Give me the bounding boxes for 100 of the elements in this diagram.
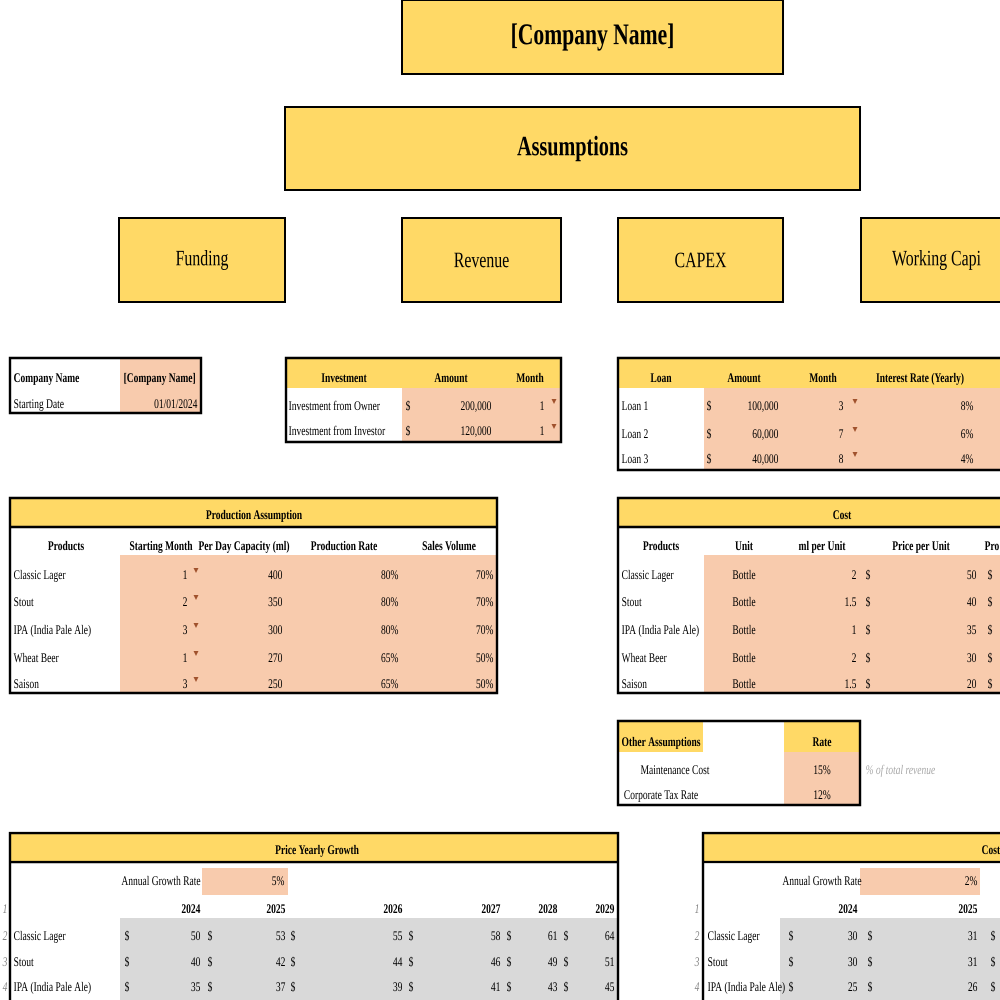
table-cell: 30 <box>848 957 858 966</box>
table-cell: 60,000 <box>752 429 778 440</box>
table-cell: $ <box>789 930 794 942</box>
table-cell: Bottle <box>732 652 756 662</box>
table-cell: $ <box>988 569 992 580</box>
table-cell: 70% <box>476 570 494 580</box>
column-header: Price per Unit <box>892 540 950 553</box>
table-cell: 44 <box>393 957 402 966</box>
table-cell: 50% <box>476 653 494 662</box>
table-cell: 80% <box>381 570 398 580</box>
row-label: Wheat Beer <box>14 652 59 662</box>
row-number: 3 <box>2 957 8 966</box>
table-cell: Bottle <box>732 596 756 606</box>
table-cell: 35 <box>967 625 976 634</box>
table-cell: $ <box>988 624 992 635</box>
table-cell: $ <box>868 956 872 968</box>
table-cell: $ <box>564 981 568 992</box>
row-label: IPA (India Pale Ale) <box>14 624 91 637</box>
table-cell: $ <box>866 624 870 635</box>
table-cell: $ <box>507 981 512 992</box>
table-cell: 1 <box>852 625 856 634</box>
table-title: Price Yearly Growth <box>275 844 359 857</box>
table-cell: 64 <box>605 931 614 940</box>
table-cell: 80% <box>381 597 398 606</box>
table-cell: 61 <box>548 931 557 940</box>
table-cell: 200,000 <box>460 401 492 412</box>
column-header: Loan <box>650 373 672 382</box>
table-cell: 65% <box>381 653 398 662</box>
table-cell: 4% <box>960 454 974 464</box>
row-label: IPA (India Pale Ale) <box>14 982 91 994</box>
table-cell: $ <box>208 981 212 992</box>
row-number: 1 <box>2 904 6 913</box>
table-cell: [Company Name] <box>124 372 195 385</box>
column-header: Products <box>643 540 679 550</box>
table-cell: 100,000 <box>748 401 778 412</box>
row-label: Stout <box>14 597 34 606</box>
table-cell: $ <box>868 930 872 942</box>
table-title: Cost <box>833 510 852 520</box>
table-cell: 51 <box>605 957 614 966</box>
table-cell: $ <box>866 678 870 689</box>
row-label: Classic Lager <box>14 570 66 582</box>
table-cell: 25 <box>848 982 858 992</box>
table-cell: 35 <box>191 982 200 992</box>
row-number: 4 <box>2 982 8 991</box>
table-cell: 50 <box>191 931 200 940</box>
column-header: Unit <box>735 540 753 550</box>
table-cell: 8 <box>839 454 844 464</box>
column-header: Pro <box>984 541 999 550</box>
heading-box: CAPEX <box>617 217 784 303</box>
row-label: Stout <box>708 957 728 966</box>
table-cell: 8% <box>961 401 974 410</box>
table-cell: $ <box>564 956 568 968</box>
table-cell: 120,000 <box>461 426 492 438</box>
table-cell: 3 <box>183 625 188 634</box>
column-header: ml per Unit <box>798 540 846 553</box>
table-cell: 50% <box>476 679 494 688</box>
table-cell: 42 <box>276 957 285 966</box>
row-label: Company Name <box>14 373 80 385</box>
column-header: Per Day Capacity (ml) <box>198 540 290 553</box>
table-cell: 45 <box>605 982 614 992</box>
column-header: 2025 <box>958 904 978 914</box>
table-cell: $ <box>789 981 794 992</box>
table-cell: 1.5 <box>845 597 856 606</box>
table-cell: 20 <box>967 679 976 688</box>
heading-box: Funding <box>118 217 286 303</box>
table-cell: $ <box>291 930 296 942</box>
column-header: Interest Rate (Yearly) <box>876 372 964 385</box>
table-cell: 46 <box>491 957 500 966</box>
table-cell: $ <box>707 428 712 439</box>
table-cell: 6% <box>961 429 974 438</box>
column-header: Investment <box>322 373 367 382</box>
row-label: Starting Date <box>14 399 64 411</box>
table-cell: 65% <box>381 679 398 688</box>
column-header: 2029 <box>596 904 614 914</box>
column-header: 2027 <box>482 904 500 914</box>
table-cell: 55 <box>393 931 402 940</box>
table-cell: 15% <box>814 765 830 774</box>
table-cell: 1 <box>184 570 187 579</box>
row-label: Loan 3 <box>622 454 648 464</box>
table-cell: $ <box>125 930 130 942</box>
table-cell: Bottle <box>732 678 756 688</box>
table-cell: $ <box>406 425 410 436</box>
table-cell: $ <box>125 981 130 992</box>
table-cell: 1 <box>540 426 544 435</box>
table-cell: $ <box>866 652 870 663</box>
table-cell: 40,000 <box>752 454 778 466</box>
table-cell: 3 <box>183 679 188 688</box>
table-cell: $ <box>991 956 996 968</box>
column-header: 2024 <box>182 904 200 914</box>
row-label: Loan 1 <box>622 401 648 410</box>
table-cell: $ <box>507 956 512 968</box>
column-header: 2026 <box>384 904 402 914</box>
column-header: Production Rate <box>310 540 378 550</box>
table-cell: $ <box>406 400 410 411</box>
row-label: Corporate Tax Rate <box>624 790 698 802</box>
table-cell: 5% <box>272 876 284 886</box>
table-cell: 270 <box>268 653 282 662</box>
table-cell: 70% <box>476 625 494 634</box>
table-cell: 2 <box>852 570 856 579</box>
table-cell: $ <box>208 956 212 968</box>
